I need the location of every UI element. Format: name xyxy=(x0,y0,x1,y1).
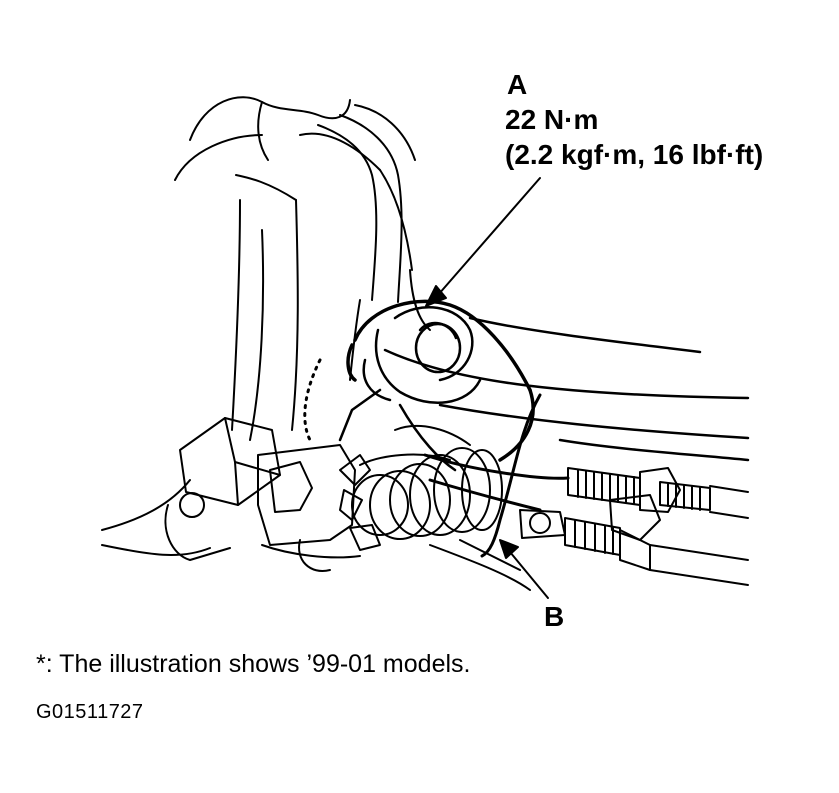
leader-line-a xyxy=(438,178,540,295)
brake-cable xyxy=(425,395,568,556)
dotted-hidden-line xyxy=(305,360,320,440)
lower-body-outline xyxy=(262,540,530,590)
spring-coil-assembly xyxy=(340,426,502,550)
figure-code: G01511727 xyxy=(36,701,144,723)
leader-line-b xyxy=(510,552,548,598)
bracket-bolt xyxy=(340,307,480,470)
arrow-head-a xyxy=(426,286,446,306)
arrow-head-b xyxy=(500,540,518,558)
footnote-text: *: The illustration shows ’99-01 models. xyxy=(36,650,471,678)
lower-arm xyxy=(385,318,748,460)
cable-threaded-ends xyxy=(520,468,748,585)
callout-b-letter: B xyxy=(544,601,565,632)
vehicle-frame-outline xyxy=(102,97,430,555)
wiring-harness xyxy=(318,105,415,380)
hub-housing xyxy=(165,418,355,571)
callout-a-torque-nm: 22 N·m xyxy=(505,104,599,135)
callout-a-torque-alt: (2.2 kgf·m, 16 lbf·ft) xyxy=(505,139,764,170)
highlight-outline-a xyxy=(348,301,533,460)
callout-a-letter: A xyxy=(507,69,528,100)
